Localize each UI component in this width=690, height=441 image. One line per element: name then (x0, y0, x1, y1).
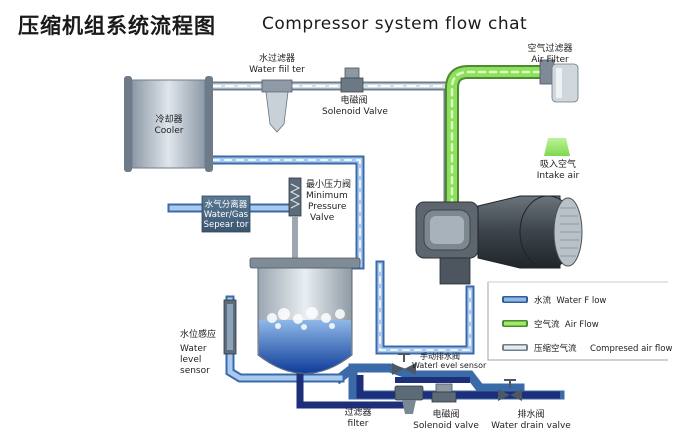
water-filter-label-en: Water fiil ter (249, 65, 305, 75)
water-filter-label-cn: 水过滤器 (258, 54, 295, 64)
water-gas-separator-label-en1: Water/Gas (203, 210, 249, 220)
minimum-pressure-valve (288, 177, 302, 260)
min-pressure-valve-label-en1: Minimum (306, 191, 348, 201)
solenoid-valve-bottom-label-cn: 电磁阀 (432, 410, 460, 420)
min-pressure-valve-label-cn: 最小压力阀 (306, 180, 352, 190)
solenoid-valve-bottom (431, 383, 457, 403)
manual-drain-valve-label-en: Waterl evel sensor (412, 361, 487, 370)
water-level-sensor-label-cn: 水位感应 (180, 330, 217, 340)
water-level-sensor (223, 299, 237, 355)
water-gas-separator-label: 水气分离器 Water/Gas Sepear tor (202, 200, 250, 230)
intake-air-label: 吸入空气 Intake air (526, 160, 590, 182)
water-filter-label: 水过滤器 Water fiil ter (246, 54, 308, 76)
legend-compressed-air-flow: 压缩空气流 Compresed air flow (534, 342, 672, 354)
separator-tank (249, 257, 361, 374)
solenoid-valve-bottom-label: 电磁阀 Solenoid valve (408, 410, 484, 432)
legend-box (487, 281, 668, 361)
legend-air-flow-en: Air Flow (564, 320, 599, 330)
compressor-unit (415, 195, 583, 285)
drain-valve-label-en: Water drain valve (491, 421, 571, 431)
filter-bottom-label-cn: 过滤器 (344, 408, 372, 418)
solenoid-valve-top-label-cn: 电磁阀 (340, 96, 368, 106)
water-level-sensor-label-en3: sensor (180, 366, 210, 376)
drain-valve-label-cn: 排水阀 (517, 410, 545, 420)
filter-bottom (394, 385, 424, 414)
legend-air-flow: 空气流 Air Flow (534, 318, 599, 330)
water-gas-separator-label-cn: 水气分离器 (204, 200, 248, 210)
filter-bottom-label-en: filter (347, 419, 369, 429)
legend-water-flow-en: Water F low (556, 296, 607, 306)
legend-air-flow-cn: 空气流 (534, 320, 560, 330)
legend-compressed-air-flow-cn: 压缩空气流 (534, 344, 577, 354)
drain-valve-label: 排水阀 Water drain valve (488, 410, 574, 432)
intake-air-label-cn: 吸入空气 (539, 160, 576, 170)
intake-air-glow (544, 138, 570, 156)
air-filter-label-cn: 空气过滤器 (527, 44, 573, 54)
solenoid-valve-top-label: 电磁阀 Solenoid Valve (322, 96, 388, 118)
water-level-sensor-label-en2: level (180, 355, 202, 365)
water-level-sensor-label-en1: Water (180, 344, 207, 354)
drain-valve (498, 379, 522, 401)
water-gas-separator-label-en2: Sepear tor (203, 220, 249, 230)
air-filter-label: 空气过滤器 Air Filter (520, 44, 580, 66)
cooler-label: 冷却器 Cooler (140, 115, 198, 137)
air-filter (539, 59, 579, 103)
manual-drain-valve-label: 手动排水阀 Waterl evel sensor (412, 352, 486, 370)
solenoid-valve-top-label-en: Solenoid Valve (322, 107, 388, 117)
min-pressure-valve-label-en2: Pressure (308, 202, 347, 212)
solenoid-valve-bottom-label-en: Solenoid valve (413, 421, 479, 431)
intake-air-label-en: Intake air (536, 171, 580, 181)
filter-bottom-label: 过滤器 filter (330, 408, 386, 430)
page-title-cn: 压缩机组系统流程图 (18, 14, 216, 38)
cooler (124, 76, 213, 172)
legend-water-flow-cn: 水流 (534, 296, 552, 306)
air-filter-label-en: Air Filter (531, 55, 569, 65)
page-title-en: Compressor system flow chat (262, 14, 528, 34)
min-pressure-valve-label: 最小压力阀 Minimum Pressure Valve (306, 180, 351, 224)
manual-drain-valve-label-cn: 手动排水阀 (420, 352, 460, 361)
air-flow-pipe (445, 65, 547, 217)
legend-compressed-air-flow-en: Compresed air flow (590, 344, 673, 354)
water-gas-separator (201, 195, 251, 233)
cooler-label-en: Cooler (154, 126, 184, 136)
min-pressure-valve-label-en3: Valve (310, 213, 335, 223)
manual-drain-valve (392, 353, 416, 375)
solenoid-valve-top (340, 67, 364, 93)
water-level-sensor-label: 水位感应 Water level sensor (180, 330, 216, 377)
cooler-label-cn: 冷却器 (155, 115, 183, 125)
legend-water-flow: 水流 Water F low (534, 294, 606, 306)
water-filter-top (261, 79, 293, 133)
